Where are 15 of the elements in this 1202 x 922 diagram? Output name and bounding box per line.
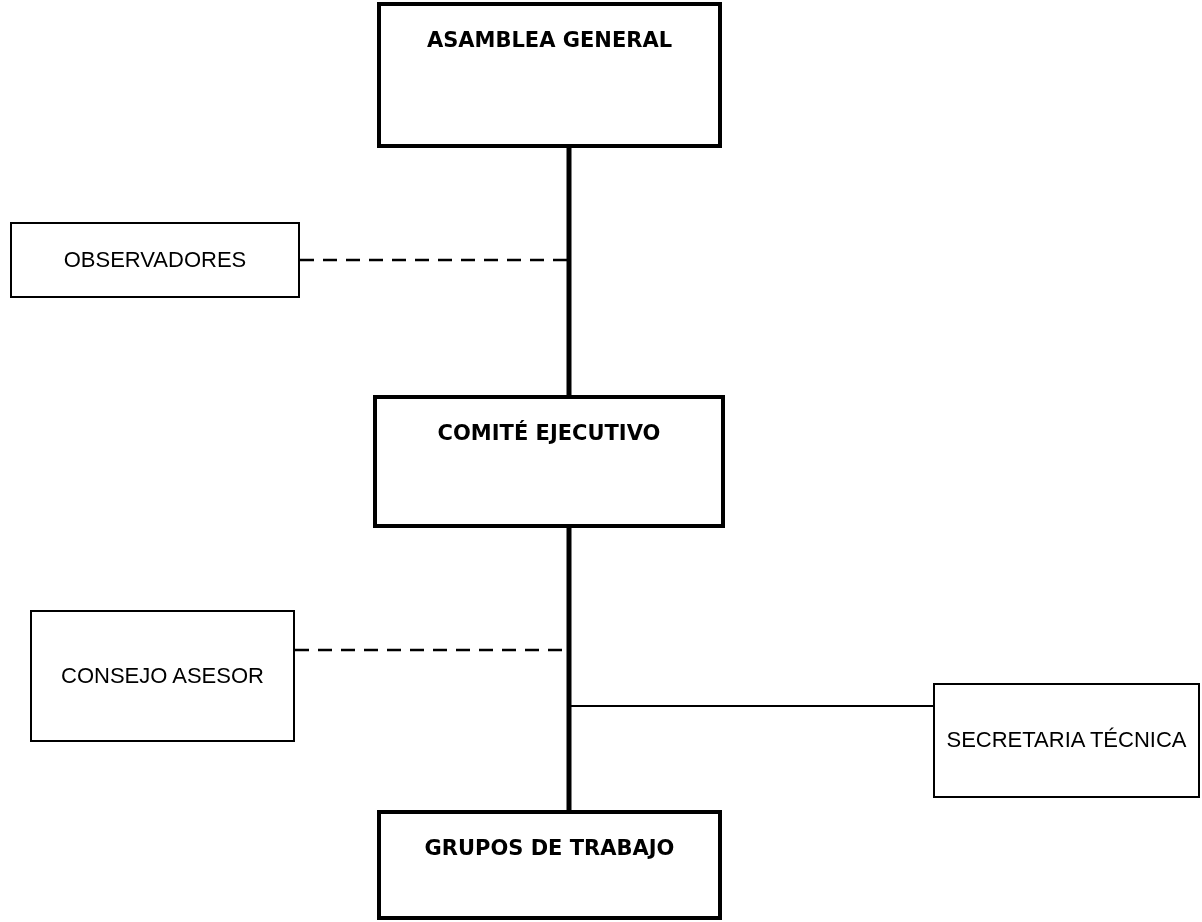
- org-unit-box: [377, 2, 722, 148]
- unit-name: GRUPOS DE TRABAJO: [424, 836, 675, 862]
- unit-name: CONSEJO ASESOR: [61, 662, 264, 690]
- unit-name: SECRETARIA TÉCNICA: [946, 727, 1187, 754]
- org-unit-box: [377, 810, 722, 920]
- connector-line: [566, 148, 572, 395]
- unit-name: OBSERVADORES: [63, 246, 247, 274]
- org-unit-box: [373, 395, 725, 528]
- staff-unit-box: [30, 610, 295, 742]
- unit-name: ASAMBLEA GENERAL: [426, 28, 673, 54]
- staff-unit-box: [10, 222, 300, 298]
- unit-name: COMITÉ EJECUTIVO: [437, 421, 661, 447]
- dashed-connector: [300, 148, 571, 262]
- staff-unit-box: [933, 683, 1200, 798]
- connector-line: [566, 528, 572, 810]
